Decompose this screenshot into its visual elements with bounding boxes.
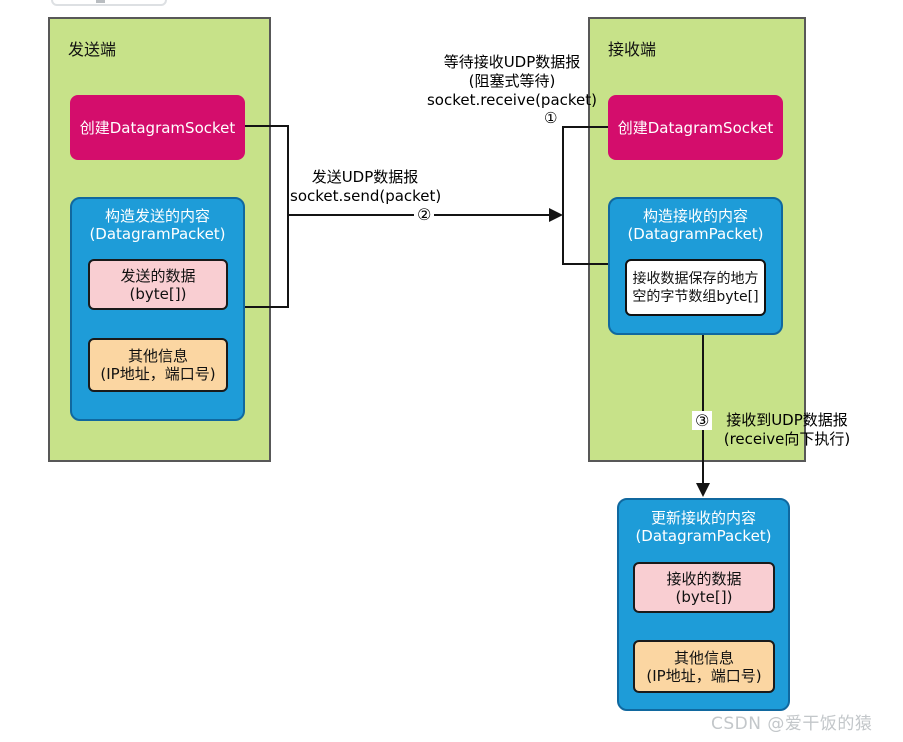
result-packet-title-line2: (DatagramPacket) bbox=[635, 527, 772, 545]
receive-note-line1: 接收到UDP数据报 bbox=[726, 411, 848, 429]
receiver-bracket-vertical-line bbox=[562, 126, 564, 265]
sender-packet-title: 构造发送的内容 (DatagramPacket) bbox=[70, 207, 245, 243]
result-info-line1: 其他信息 bbox=[673, 648, 734, 667]
sender-data-line2: (byte[]) bbox=[129, 284, 187, 303]
result-data-line1: 接收的数据 bbox=[666, 569, 742, 588]
sender-info-line2: (IP地址，端口号) bbox=[100, 365, 216, 383]
receiver-create-socket-label: 创建DatagramSocket bbox=[617, 119, 774, 137]
wait-receive-note: 等待接收UDP数据报 (阻塞式等待) socket.receive(packet… bbox=[422, 53, 602, 110]
cutoff-element-top bbox=[51, 0, 167, 6]
step-2-badge: ② bbox=[414, 205, 435, 224]
sender-bracket-vertical-line bbox=[287, 125, 289, 308]
receiver-packet-title-line2: (DatagramPacket) bbox=[627, 225, 764, 243]
sender-packet-connector-line bbox=[245, 306, 289, 308]
send-arrow-head bbox=[549, 208, 563, 222]
result-data-box: 接收的数据 (byte[]) bbox=[633, 562, 775, 613]
send-note: 发送UDP数据报 socket.send(packet) bbox=[290, 168, 442, 206]
sender-create-socket-box: 创建DatagramSocket bbox=[70, 95, 245, 160]
sender-data-line1: 发送的数据 bbox=[120, 266, 196, 285]
receive-note-line2: (receive向下执行) bbox=[723, 430, 851, 448]
receiver-buffer-line1: 接收数据保存的地方 bbox=[632, 270, 759, 287]
receiver-title: 接收端 bbox=[608, 40, 657, 59]
cutoff-element-tick bbox=[96, 0, 105, 3]
receive-arrow-head bbox=[696, 483, 710, 497]
result-info-box: 其他信息 (IP地址，端口号) bbox=[633, 640, 775, 693]
sender-create-socket-label: 创建DatagramSocket bbox=[79, 119, 236, 137]
sender-info-box: 其他信息 (IP地址，端口号) bbox=[88, 338, 228, 392]
receive-note: 接收到UDP数据报 (receive向下执行) bbox=[713, 411, 861, 449]
receiver-socket-connector-line bbox=[563, 126, 608, 128]
receive-arrow-line bbox=[702, 335, 704, 484]
result-packet-title-line1: 更新接收的内容 bbox=[650, 509, 756, 527]
receiver-packet-connector-line bbox=[563, 263, 608, 265]
wait-receive-note-line3: socket.receive(packet) bbox=[426, 91, 597, 109]
sender-packet-title-line2: (DatagramPacket) bbox=[89, 225, 226, 243]
wait-receive-note-line2: (阻塞式等待) bbox=[468, 72, 556, 90]
receiver-packet-title: 构造接收的内容 (DatagramPacket) bbox=[608, 207, 783, 243]
result-data-line2: (byte[]) bbox=[675, 587, 733, 606]
receiver-buffer-box: 接收数据保存的地方 空的字节数组byte[] bbox=[625, 259, 766, 316]
sender-data-box: 发送的数据 (byte[]) bbox=[88, 259, 228, 310]
sender-socket-connector-line bbox=[245, 125, 289, 127]
watermark: CSDN @爱干饭的猿 bbox=[711, 714, 873, 734]
send-note-line2: socket.send(packet) bbox=[290, 187, 442, 205]
receiver-create-socket-box: 创建DatagramSocket bbox=[608, 95, 783, 160]
sender-packet-title-line1: 构造发送的内容 bbox=[104, 207, 210, 225]
send-note-line1: 发送UDP数据报 bbox=[311, 168, 419, 186]
wait-receive-note-line1: 等待接收UDP数据报 bbox=[443, 53, 581, 71]
sender-title: 发送端 bbox=[68, 40, 117, 59]
receiver-buffer-line2: 空的字节数组byte[] bbox=[632, 288, 759, 305]
result-info-line2: (IP地址，端口号) bbox=[646, 666, 762, 685]
step-3-badge: ③ bbox=[692, 411, 713, 430]
receiver-packet-title-line1: 构造接收的内容 bbox=[642, 207, 748, 225]
result-packet-title: 更新接收的内容 (DatagramPacket) bbox=[617, 509, 790, 545]
step-1-badge: ① bbox=[544, 109, 558, 127]
sender-info-line1: 其他信息 bbox=[127, 347, 188, 365]
